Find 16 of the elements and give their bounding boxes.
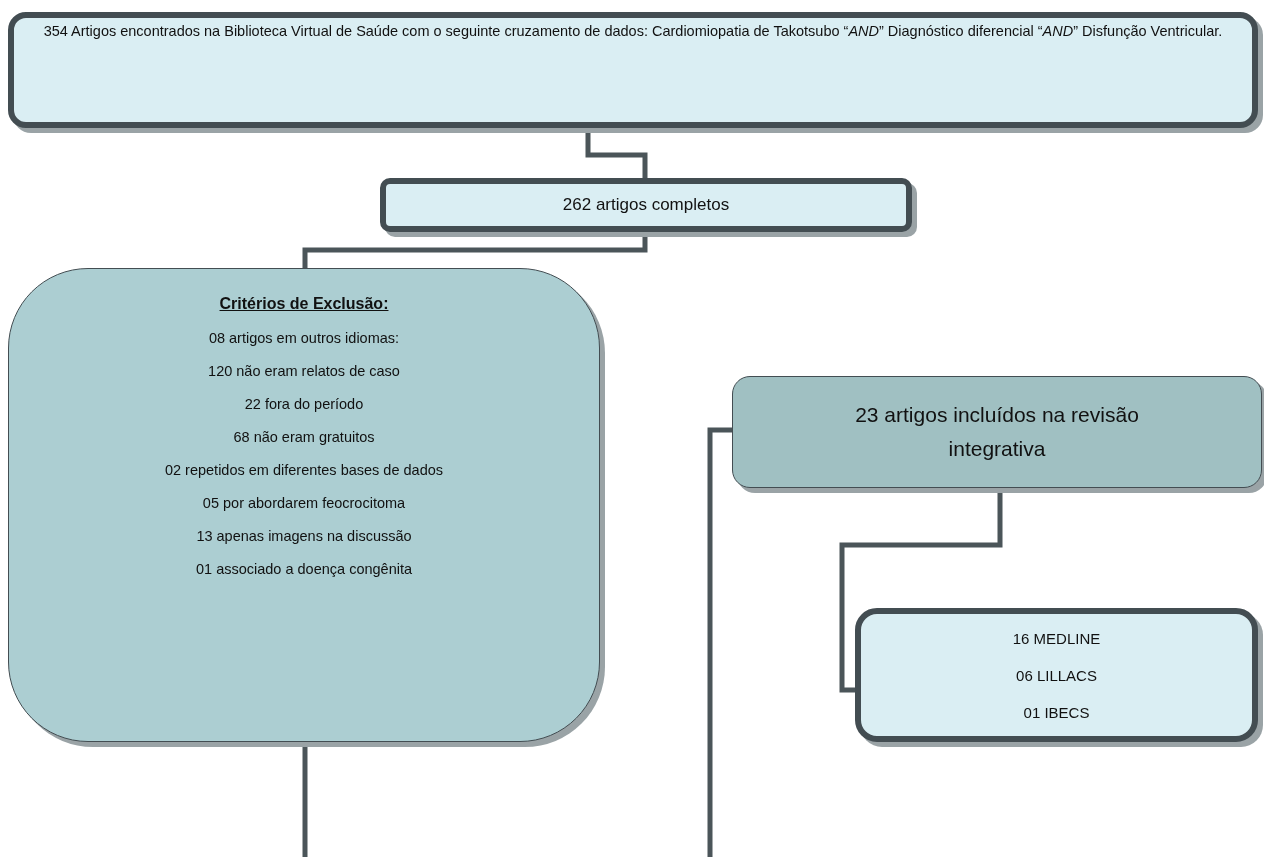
list-item: 08 artigos em outros idiomas: xyxy=(208,330,400,346)
node-text: 23 artigos incluídos na revisão integrativa xyxy=(854,402,1140,462)
node-text: 354 Artigos encontrados na Biblioteca Virtual de Saúde com o seguinte cruzamento de dados: Cardiomiopatia de Takotsubo “AND” Diagnóstico diferencial “AND” Disfunção Ventricular. xyxy=(43,22,1223,41)
heading: Critérios de Exclusão: xyxy=(219,295,389,313)
list-item: 13 apenas imagens na discussão xyxy=(196,528,412,544)
list-item: 06 LILLACS xyxy=(1016,666,1097,684)
list-item: 16 MEDLINE xyxy=(1012,629,1101,647)
list-item: 22 fora do período xyxy=(244,396,364,412)
list-item: 01 associado a doença congênita xyxy=(195,561,413,577)
node-text: 262 artigos completos xyxy=(562,195,730,215)
list-item: 120 não eram relatos de caso xyxy=(208,363,400,379)
connector-line xyxy=(707,427,732,857)
list-item: 68 não eram gratuitos xyxy=(233,429,375,445)
list-item: 02 repetidos em diferentes bases de dados xyxy=(164,462,444,478)
list-item: 05 por abordarem feocrocitoma xyxy=(202,495,406,511)
list-item: 01 IBECS xyxy=(1023,703,1090,721)
